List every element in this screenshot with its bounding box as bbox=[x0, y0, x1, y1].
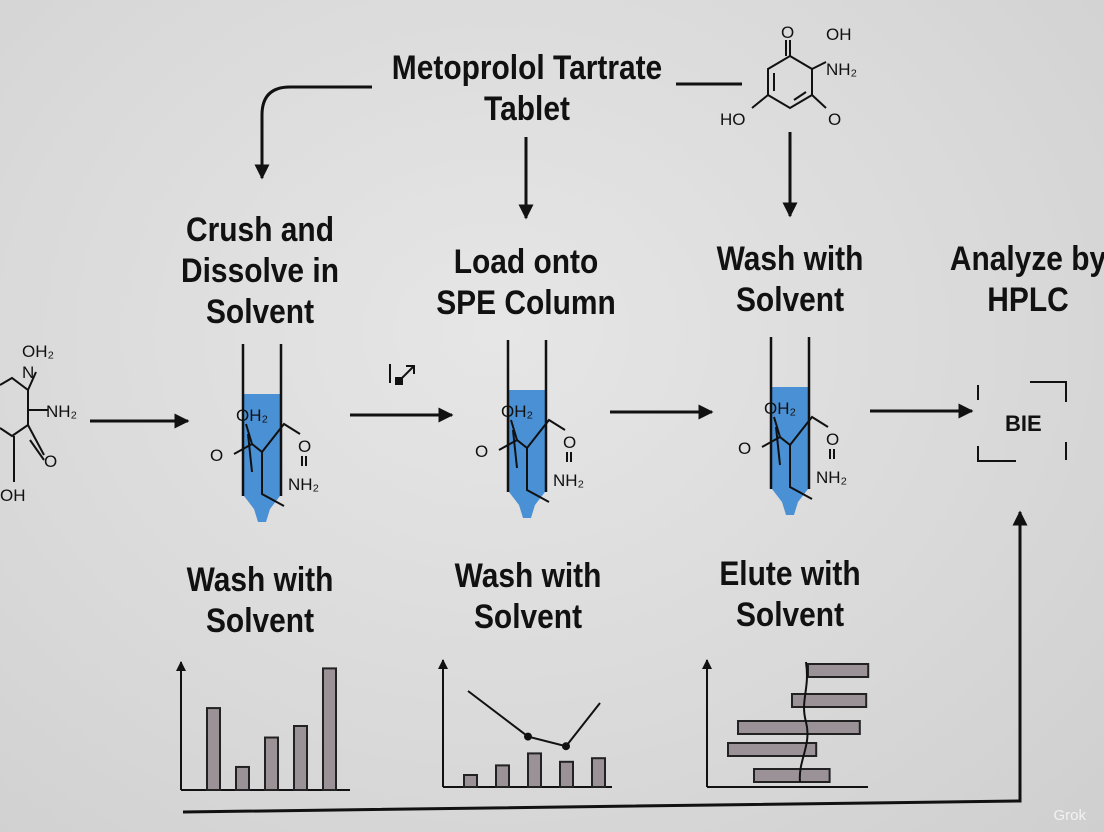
chart2-bar bbox=[559, 760, 574, 788]
top-molecule-o: O bbox=[781, 23, 794, 42]
chart3-trace bbox=[798, 661, 809, 783]
chart3-bar bbox=[791, 693, 868, 708]
spe-tube-1: OH₂ O O NH₂ bbox=[210, 344, 319, 522]
watermark: Grok bbox=[1053, 807, 1086, 824]
tube-o-right: O bbox=[826, 430, 839, 449]
hplc-detector bbox=[977, 381, 1067, 462]
chart1-bar bbox=[293, 725, 308, 791]
tube-oh2: OH₂ bbox=[501, 402, 533, 421]
tube-o-right: O bbox=[298, 437, 311, 456]
left-molecule-o: O bbox=[44, 452, 57, 471]
left-molecule bbox=[0, 371, 48, 482]
chart1-bar bbox=[322, 667, 337, 792]
detector-label: BIE bbox=[1005, 411, 1042, 436]
spe-tube-3: OH₂ O O NH₂ bbox=[738, 337, 847, 515]
tube-structure bbox=[233, 422, 307, 507]
tube-nh2: NH₂ bbox=[816, 468, 847, 487]
step-crush-label: Crush and Dissolve in Solvent bbox=[181, 211, 339, 331]
chart3-bar bbox=[737, 720, 861, 735]
tube-o-right: O bbox=[563, 433, 576, 452]
tube-oh2: OH₂ bbox=[236, 406, 268, 425]
top-molecule-oh: OH bbox=[826, 25, 852, 44]
step-wash-top-label: Wash with Solvent bbox=[716, 240, 864, 319]
chart2-line bbox=[467, 690, 601, 748]
tube-oh2: OH₂ bbox=[764, 399, 796, 418]
top-molecule-ho: HO bbox=[720, 110, 746, 129]
tube-o-left: O bbox=[210, 446, 223, 465]
tubes-group: OH₂ O O NH₂ OH₂ O O NH₂ OH₂ O O NH₂ bbox=[210, 337, 847, 522]
step-elute-label: Elute with Solvent bbox=[719, 555, 861, 634]
step-load-label: Load onto SPE Column bbox=[436, 243, 616, 322]
step-analyze-label: Analyze by HPLC bbox=[949, 240, 1104, 319]
chart2-bar bbox=[463, 774, 478, 788]
chart1-bar bbox=[235, 765, 250, 792]
title-label: Metoprolol Tartrate Tablet bbox=[391, 49, 663, 128]
chart3-bar bbox=[727, 742, 818, 757]
top-molecule-nh2: NH₂ bbox=[826, 60, 857, 79]
left-molecule-oh2: OH₂ bbox=[22, 342, 54, 361]
step-wash1-label: Wash with Solvent bbox=[186, 561, 334, 640]
chart2-bar bbox=[591, 757, 606, 789]
spe-tube-2: OH₂ O O NH₂ bbox=[475, 340, 584, 518]
chart1-bar bbox=[264, 736, 279, 792]
chart3-bar bbox=[753, 768, 831, 783]
chart3-bar bbox=[807, 663, 870, 678]
chart1-bar bbox=[206, 707, 221, 792]
tube-nh2: NH₂ bbox=[553, 471, 584, 490]
step-wash2-label: Wash with Solvent bbox=[454, 557, 602, 636]
chart-bar bbox=[176, 661, 350, 792]
left-molecule-nh2: NH₂ bbox=[46, 402, 77, 421]
expand-icon bbox=[389, 364, 415, 385]
chart2-bar bbox=[527, 752, 542, 789]
chart2-point bbox=[562, 742, 570, 751]
chart-line bbox=[438, 659, 612, 789]
left-molecule-n: N bbox=[22, 363, 34, 382]
chart2-bar bbox=[495, 764, 510, 789]
return-line bbox=[182, 510, 1028, 814]
top-molecule bbox=[751, 40, 827, 110]
tube-structure bbox=[498, 418, 572, 503]
tube-nh2: NH₂ bbox=[288, 475, 319, 494]
chart-hbar bbox=[702, 659, 870, 788]
top-molecule-o2: O bbox=[828, 110, 841, 129]
chart2-point bbox=[524, 732, 532, 741]
left-molecule-oh: OH bbox=[0, 486, 26, 505]
tube-o-left: O bbox=[475, 442, 488, 461]
connector-title-to-crush bbox=[254, 85, 372, 180]
tube-o-left: O bbox=[738, 439, 751, 458]
tube-structure bbox=[761, 415, 835, 500]
